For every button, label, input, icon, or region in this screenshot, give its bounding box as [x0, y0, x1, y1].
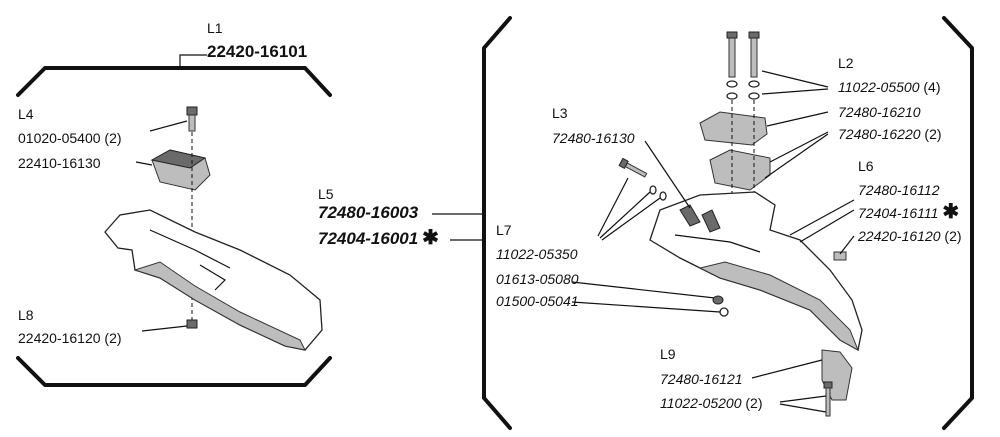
left-support-drawing: [104, 106, 323, 351]
l9-qty2: (2): [745, 395, 763, 411]
l2-line1: 11022-05500 (4): [838, 79, 941, 95]
l8-qty: (2): [104, 330, 122, 346]
l7-part1: 11022-05350: [496, 246, 578, 262]
l2-id: L2: [838, 55, 854, 71]
l5-part2: 72404-16001: [318, 229, 419, 248]
l3-id: L3: [552, 105, 568, 121]
l6-part3: 22420-16120: [858, 228, 941, 244]
l7-id: L7: [496, 222, 512, 238]
l2-line3: 72480-16220 (2): [838, 126, 942, 142]
left-bracket-top: [16, 66, 332, 97]
l4-part2: 22410-16130: [18, 155, 101, 171]
l1-part: 22420-16101: [207, 42, 308, 61]
l5-line2: 72404-16001 ✱: [318, 227, 439, 249]
l2-qty3: (2): [924, 126, 942, 142]
l9-part2: 11022-05200: [660, 395, 742, 411]
l6-part1: 72480-16112: [858, 182, 940, 198]
l4-id: L4: [18, 106, 34, 122]
l6-line3: 22420-16120 (2): [858, 228, 962, 244]
l8-id: L8: [18, 307, 34, 323]
l2-part1: 11022-05500: [838, 79, 920, 95]
l6-id: L6: [858, 158, 874, 174]
l6-line2: 72404-16111 ✱: [858, 201, 960, 223]
l8-part: 22420-16120: [18, 330, 101, 346]
l5-id: L5: [318, 186, 334, 202]
l6-qty3: (2): [944, 228, 962, 244]
l2-part3: 72480-16220: [838, 126, 921, 142]
right-bracket-right: [942, 16, 974, 430]
l5-star: ✱: [422, 227, 439, 249]
l9-id: L9: [660, 346, 676, 362]
right-bracket-left: [482, 16, 512, 430]
l9-line2: 11022-05200 (2): [660, 395, 763, 411]
l7-part2: 01613-05080: [496, 271, 579, 287]
left-bracket-bottom: [16, 356, 332, 387]
l3-part: 72480-16130: [552, 130, 635, 146]
l2-qty1: (4): [923, 79, 941, 95]
l9-part1: 72480-16121: [660, 371, 743, 387]
l7-part3: 01500-05041: [496, 293, 579, 309]
l6-part2: 72404-16111: [858, 205, 939, 221]
l4-part1: 01020-05400: [18, 130, 101, 146]
l5-part1: 72480-16003: [318, 203, 419, 222]
l1-leader: [179, 54, 207, 68]
l8-line: 22420-16120 (2): [18, 330, 122, 346]
l1-id: L1: [207, 20, 223, 36]
l4-qty1: (2): [104, 130, 122, 146]
right-support-drawing: [571, 31, 863, 417]
l2-part2: 72480-16210: [838, 104, 921, 120]
l6-star: ✱: [942, 201, 960, 223]
l4-line1: 01020-05400 (2): [18, 130, 122, 146]
